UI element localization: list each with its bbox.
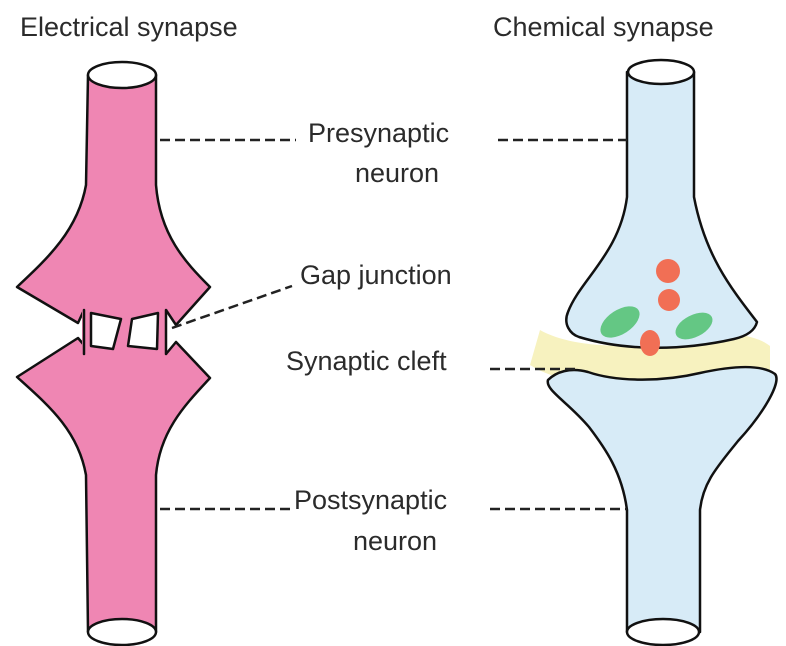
postsynaptic-label-line2: neuron [353, 526, 437, 556]
electrical-bottom-opening [88, 619, 156, 645]
electrical-synapse-title: Electrical synapse [20, 12, 238, 42]
chemical-postsynaptic-neuron [548, 367, 777, 632]
gap-junction-label: Gap junction [300, 260, 452, 290]
presynaptic-label-line2: neuron [355, 158, 439, 188]
electrical-presynaptic-neuron [17, 75, 210, 325]
electrical-top-opening [88, 62, 156, 88]
postsynaptic-label-line1: Postsynaptic [294, 485, 447, 515]
vesicle-orange-bottom [640, 330, 660, 356]
chemical-bottom-opening [627, 619, 699, 645]
vesicle-orange-middle [658, 289, 680, 311]
presynaptic-label-line1: Presynaptic [308, 118, 449, 148]
chemical-synapse-title: Chemical synapse [493, 12, 714, 42]
gap-junction-channel-right [128, 313, 158, 349]
chemical-top-opening [628, 60, 694, 84]
vesicle-orange-top [656, 259, 680, 283]
synaptic-cleft-label: Synaptic cleft [286, 346, 447, 376]
electrical-postsynaptic-neuron [17, 338, 210, 632]
